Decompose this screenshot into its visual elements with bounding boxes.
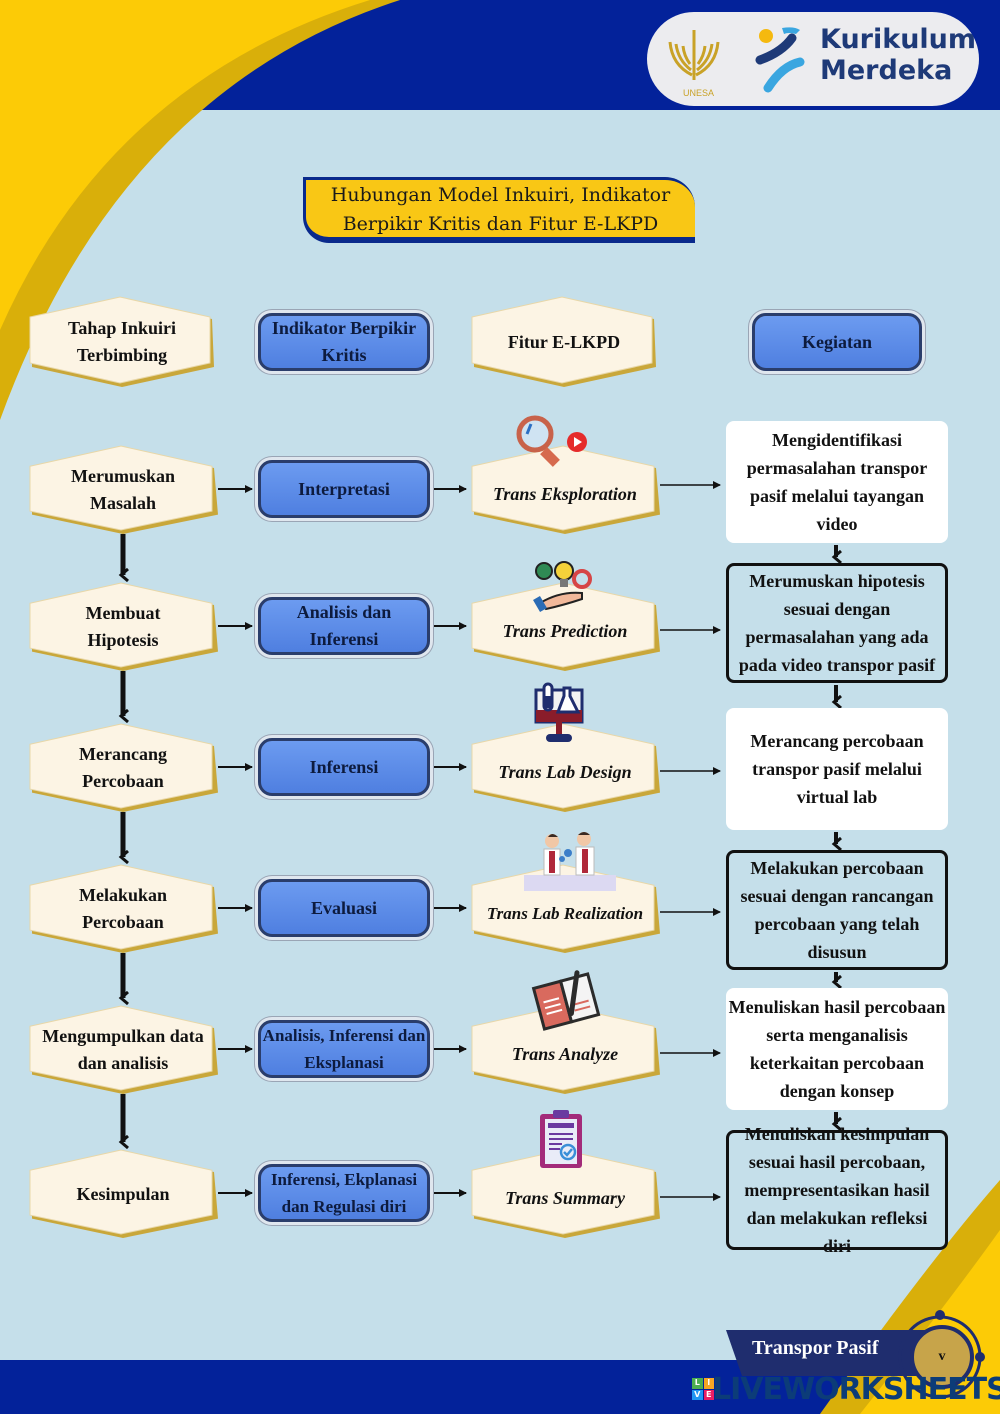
tahap-step: Merancang Percobaan — [28, 723, 218, 812]
tahap-step: Melakukan Percobaan — [28, 864, 218, 953]
scientists-icon — [522, 831, 618, 900]
orbit-decoration-icon — [898, 1310, 985, 1399]
column-header-fitur-label: Fitur E-LKPD — [507, 331, 621, 352]
column-header-kegiatan-label: Kegiatan — [802, 331, 872, 352]
page-title: Hubungan Model Inkuiri, Indikator Berpik… — [303, 177, 695, 243]
badge-letter: V — [692, 1389, 703, 1400]
kegiatan-box: Menuliskan hasil percobaan serta mengana… — [726, 988, 948, 1110]
fitur-label: Trans Summary — [505, 1187, 625, 1208]
indikator-box: Analisis dan Inferensi — [258, 597, 430, 655]
tahap-step: Kesimpulan — [28, 1149, 218, 1238]
kegiatan-label: Melakukan percobaan sesuai dengan rancan… — [740, 858, 934, 962]
indikator-label: Analisis dan Inferensi — [296, 602, 392, 649]
title-line-1: Hubungan Model Inkuiri, Indikator — [330, 184, 671, 206]
notebook-pen-icon — [528, 966, 608, 1041]
hexagon-shape — [29, 864, 218, 953]
fitur-feature[interactable]: Trans Eksploration — [470, 445, 660, 534]
fitur-label: Trans Prediction — [502, 620, 628, 641]
fitur-feature[interactable]: Trans Summary — [470, 1149, 660, 1238]
hexagon-shape — [471, 1005, 660, 1094]
indikator-label: Analisis, Inferensi dan Eksplanasi — [262, 1026, 426, 1072]
topic-banner — [726, 1330, 926, 1376]
column-header-tahap: Tahap Inkuiri Terbimbing — [28, 296, 216, 387]
idea-hand-gears-icon — [530, 555, 600, 620]
kegiatan-label: Menuliskan kesimpulan sesuai hasil perco… — [744, 1124, 930, 1256]
liveworksheets-watermark[interactable]: LIVEWORKSHEETS — [712, 1372, 1000, 1407]
badge-letter: E — [703, 1389, 714, 1400]
title-line-2: Berpikir Kritis dan Fitur E-LKPD — [342, 213, 659, 235]
tahap-step-label: Membuat Hipotesis — [85, 603, 161, 650]
hexagon-shape — [29, 296, 214, 387]
column-header-indikator: Indikator Berpikir Kritis — [258, 313, 430, 371]
hexagon-shape — [471, 296, 656, 387]
hexagon-shape — [29, 1149, 218, 1238]
indikator-box: Analisis, Inferensi dan Eksplanasi — [258, 1020, 430, 1078]
merdeka-label: Merdeka — [820, 55, 953, 86]
kegiatan-box: Mengidentifikasi permasalahan transpor p… — [726, 421, 948, 543]
tahap-step-label: Melakukan Percobaan — [78, 885, 168, 932]
indikator-box: Interpretasi — [258, 460, 430, 518]
fitur-feature[interactable]: Trans Prediction — [470, 582, 660, 671]
tahap-step-label: Kesimpulan — [76, 1183, 170, 1204]
indikator-label: Interpretasi — [298, 478, 390, 499]
hexagon-shape — [471, 723, 660, 812]
tahap-step: Membuat Hipotesis — [28, 582, 218, 671]
indikator-box: Inferensi, Ekplanasi dan Regulasi diri — [258, 1164, 430, 1222]
hexagon-shape — [29, 723, 218, 812]
indikator-label: Evaluasi — [310, 897, 378, 918]
lab-monitor-icon — [532, 682, 588, 751]
summary-clipboard-icon — [536, 1108, 586, 1175]
hexagon-shape — [29, 582, 218, 671]
indikator-label: Inferensi — [309, 756, 379, 777]
kegiatan-box: Menuliskan kesimpulan sesuai hasil perco… — [726, 1124, 948, 1256]
topic-label: Transpor Pasif — [752, 1337, 879, 1359]
tahap-step-label: Merancang Percobaan — [79, 744, 167, 791]
fitur-label: Trans Lab Realization — [486, 903, 644, 923]
kegiatan-box: Merumuskan hipotesis sesuai dengan perma… — [726, 563, 948, 683]
hexagon-shape — [29, 1005, 218, 1094]
magnifier-video-icon — [505, 412, 595, 477]
fitur-feature[interactable]: Trans Analyze — [470, 1005, 660, 1094]
badge-letter: L — [692, 1378, 703, 1389]
tahap-step-label: Merumuskan Masalah — [70, 466, 175, 513]
column-header-kegiatan: Kegiatan — [752, 313, 922, 371]
hexagon-shape — [471, 445, 660, 534]
kurikulum-merdeka-logo-icon — [755, 27, 805, 93]
fitur-label: Trans Eksploration — [493, 483, 637, 504]
kegiatan-label: Menuliskan hasil percobaan serta mengana… — [728, 997, 946, 1101]
hexagon-shape — [471, 1149, 660, 1238]
kurikulum-label: Kurikulum — [820, 24, 977, 55]
unesa-label: UNESA — [683, 88, 715, 98]
fitur-feature[interactable]: Trans Lab Design — [470, 723, 660, 812]
tahap-step-label: Mengumpulkan data dan analisis — [42, 1026, 204, 1073]
column-header-indikator-label: Indikator Berpikir Kritis — [271, 318, 417, 365]
hexagon-shape — [471, 582, 660, 671]
kegiatan-label: Merancang percobaan transpor pasif melal… — [750, 731, 924, 807]
column-header-tahap-label: Tahap Inkuiri Terbimbing — [68, 318, 176, 365]
unesa-logo-icon — [668, 30, 720, 80]
kegiatan-label: Mengidentifikasi permasalahan transpor p… — [746, 430, 928, 534]
indikator-label: Inferensi, Ekplanasi dan Regulasi diri — [270, 1170, 418, 1216]
kegiatan-label: Merumuskan hipotesis sesuai dengan perma… — [738, 571, 936, 675]
tahap-step: Merumuskan Masalah — [28, 445, 218, 534]
kegiatan-box: Merancang percobaan transpor pasif melal… — [726, 708, 948, 830]
column-header-fitur: Fitur E-LKPD — [470, 296, 658, 387]
fitur-label: Trans Analyze — [511, 1043, 619, 1064]
indikator-box: Inferensi — [258, 738, 430, 796]
hexagon-shape — [29, 445, 218, 534]
fitur-label: Trans Lab Design — [498, 761, 632, 782]
badge-letter: I — [703, 1378, 714, 1389]
tahap-step: Mengumpulkan data dan analisis — [28, 1005, 218, 1094]
kurikulum-merdeka-wordmark: Kurikulum Merdeka — [820, 24, 976, 86]
page-number: v — [910, 1325, 974, 1389]
liveworksheets-badge-icon: L I V E — [692, 1378, 714, 1400]
kegiatan-box: Melakukan percobaan sesuai dengan rancan… — [726, 850, 948, 970]
indikator-box: Evaluasi — [258, 879, 430, 937]
